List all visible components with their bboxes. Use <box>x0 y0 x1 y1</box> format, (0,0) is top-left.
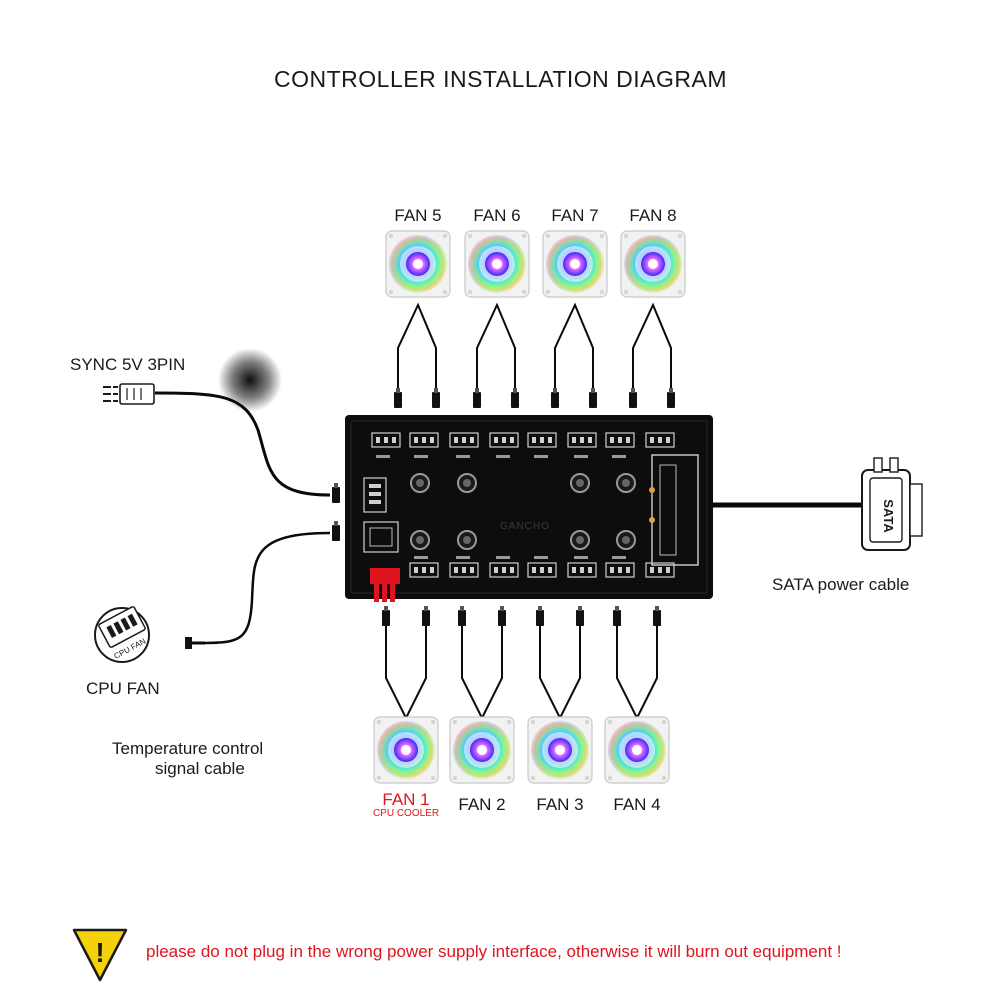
fan-1-sublabel: CPU COOLER <box>372 808 440 819</box>
temp-cable-label-line2: signal cable <box>155 759 245 778</box>
sata-cable-label: SATA power cable <box>772 575 910 594</box>
fan-3-label: FAN 3 <box>536 795 584 814</box>
fan-2-icon <box>449 716 515 784</box>
fan-6-icon <box>464 230 530 298</box>
fan-3-icon <box>527 716 593 784</box>
fan-1-icon <box>373 716 439 784</box>
top-fan-row <box>385 230 686 298</box>
fan-4-label: FAN 4 <box>613 795 661 814</box>
board-brand-text: GANCHO <box>500 521 550 532</box>
fan-4-icon <box>604 716 670 784</box>
temp-cable-label-line1: Temperature control <box>112 739 264 758</box>
fan-2-label: FAN 2 <box>458 795 506 814</box>
fan-5-label: FAN 5 <box>394 206 442 225</box>
fan-7-icon <box>542 230 608 298</box>
fan-5-icon <box>385 230 451 298</box>
warning-icon-text: ! <box>95 937 104 968</box>
sync-label: SYNC 5V 3PIN <box>70 355 186 374</box>
diagram-title: CONTROLLER INSTALLATION DIAGRAM <box>274 66 727 92</box>
fan-8-label: FAN 8 <box>629 206 677 225</box>
bottom-fan-row <box>373 716 670 784</box>
cpu-fan-label: CPU FAN <box>86 679 160 698</box>
fan-1-label: FAN 1 <box>382 790 430 809</box>
warning-icon: ! <box>72 928 128 982</box>
fan-6-label: FAN 6 <box>473 206 521 225</box>
warning-text: please do not plug in the wrong power su… <box>146 942 842 961</box>
fan-7-label: FAN 7 <box>551 206 599 225</box>
fan-8-icon <box>620 230 686 298</box>
sata-plug-text: SATA <box>881 499 896 533</box>
